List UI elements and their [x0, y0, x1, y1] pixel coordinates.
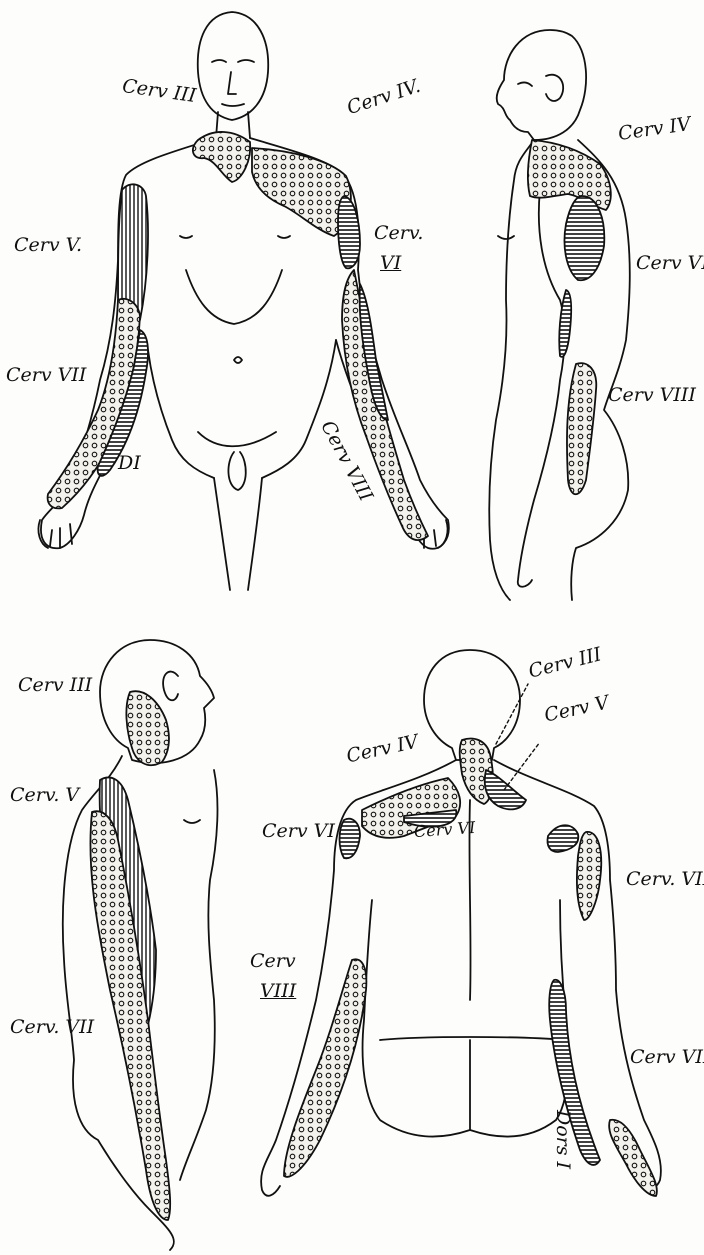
label-side-cerv-viii: Cerv VIII	[608, 386, 696, 405]
label-back-cerv-vi-left: Cerv VI	[262, 822, 335, 841]
back-figure	[261, 650, 661, 1196]
front-cerv-iv-region	[252, 148, 351, 236]
label-back-cerv-viii-a: Cerv	[250, 952, 296, 971]
side-cerv-viii-lower	[567, 363, 596, 494]
back-cerv-vii-right-dots	[577, 832, 601, 920]
front-cerv-iii-region	[193, 132, 250, 182]
label-back-cerv-vii-right: Cerv. VII	[626, 870, 704, 889]
label-front-cerv-vii: Cerv VII	[6, 366, 86, 385]
side-cerv-vi-ellipse	[565, 196, 605, 280]
back-cerv-vi-left-region	[340, 819, 361, 859]
label-side-cerv-vi: Cerv VI	[636, 254, 704, 273]
label-back-cerv-viii-b: VIII	[260, 982, 296, 1001]
side-left-figure	[63, 640, 218, 1250]
side-head	[497, 30, 586, 140]
label-left-cerv-iii: Cerv III	[18, 676, 92, 695]
back-cerv-vii-right-hatch	[547, 825, 578, 852]
label-left-cerv-v: Cerv. V	[10, 786, 79, 805]
label-front-cerv-vi-a: Cerv.	[374, 224, 423, 243]
front-head	[198, 12, 268, 120]
label-back-dors-i: Dors I	[553, 1110, 572, 1169]
label-back-cerv-vi-center: Cerv VI	[414, 820, 476, 840]
side-body-outline	[489, 140, 630, 600]
label-front-cerv-v: Cerv V.	[14, 236, 82, 255]
label-back-cerv-vii-lower: Cerv VII	[630, 1048, 704, 1067]
left-cerv-iii-region	[126, 691, 169, 765]
side-cerv-iv-region	[528, 140, 611, 210]
side-cerv-viii-upper	[559, 290, 571, 357]
side-right-figure	[489, 30, 630, 600]
label-left-cerv-vii: Cerv. VII	[10, 1018, 94, 1037]
back-cerv-v-region	[485, 770, 526, 809]
back-cerv-viii-region	[284, 959, 366, 1177]
label-front-di: DI	[118, 454, 141, 473]
label-front-cerv-vi-b: VI	[380, 254, 401, 273]
